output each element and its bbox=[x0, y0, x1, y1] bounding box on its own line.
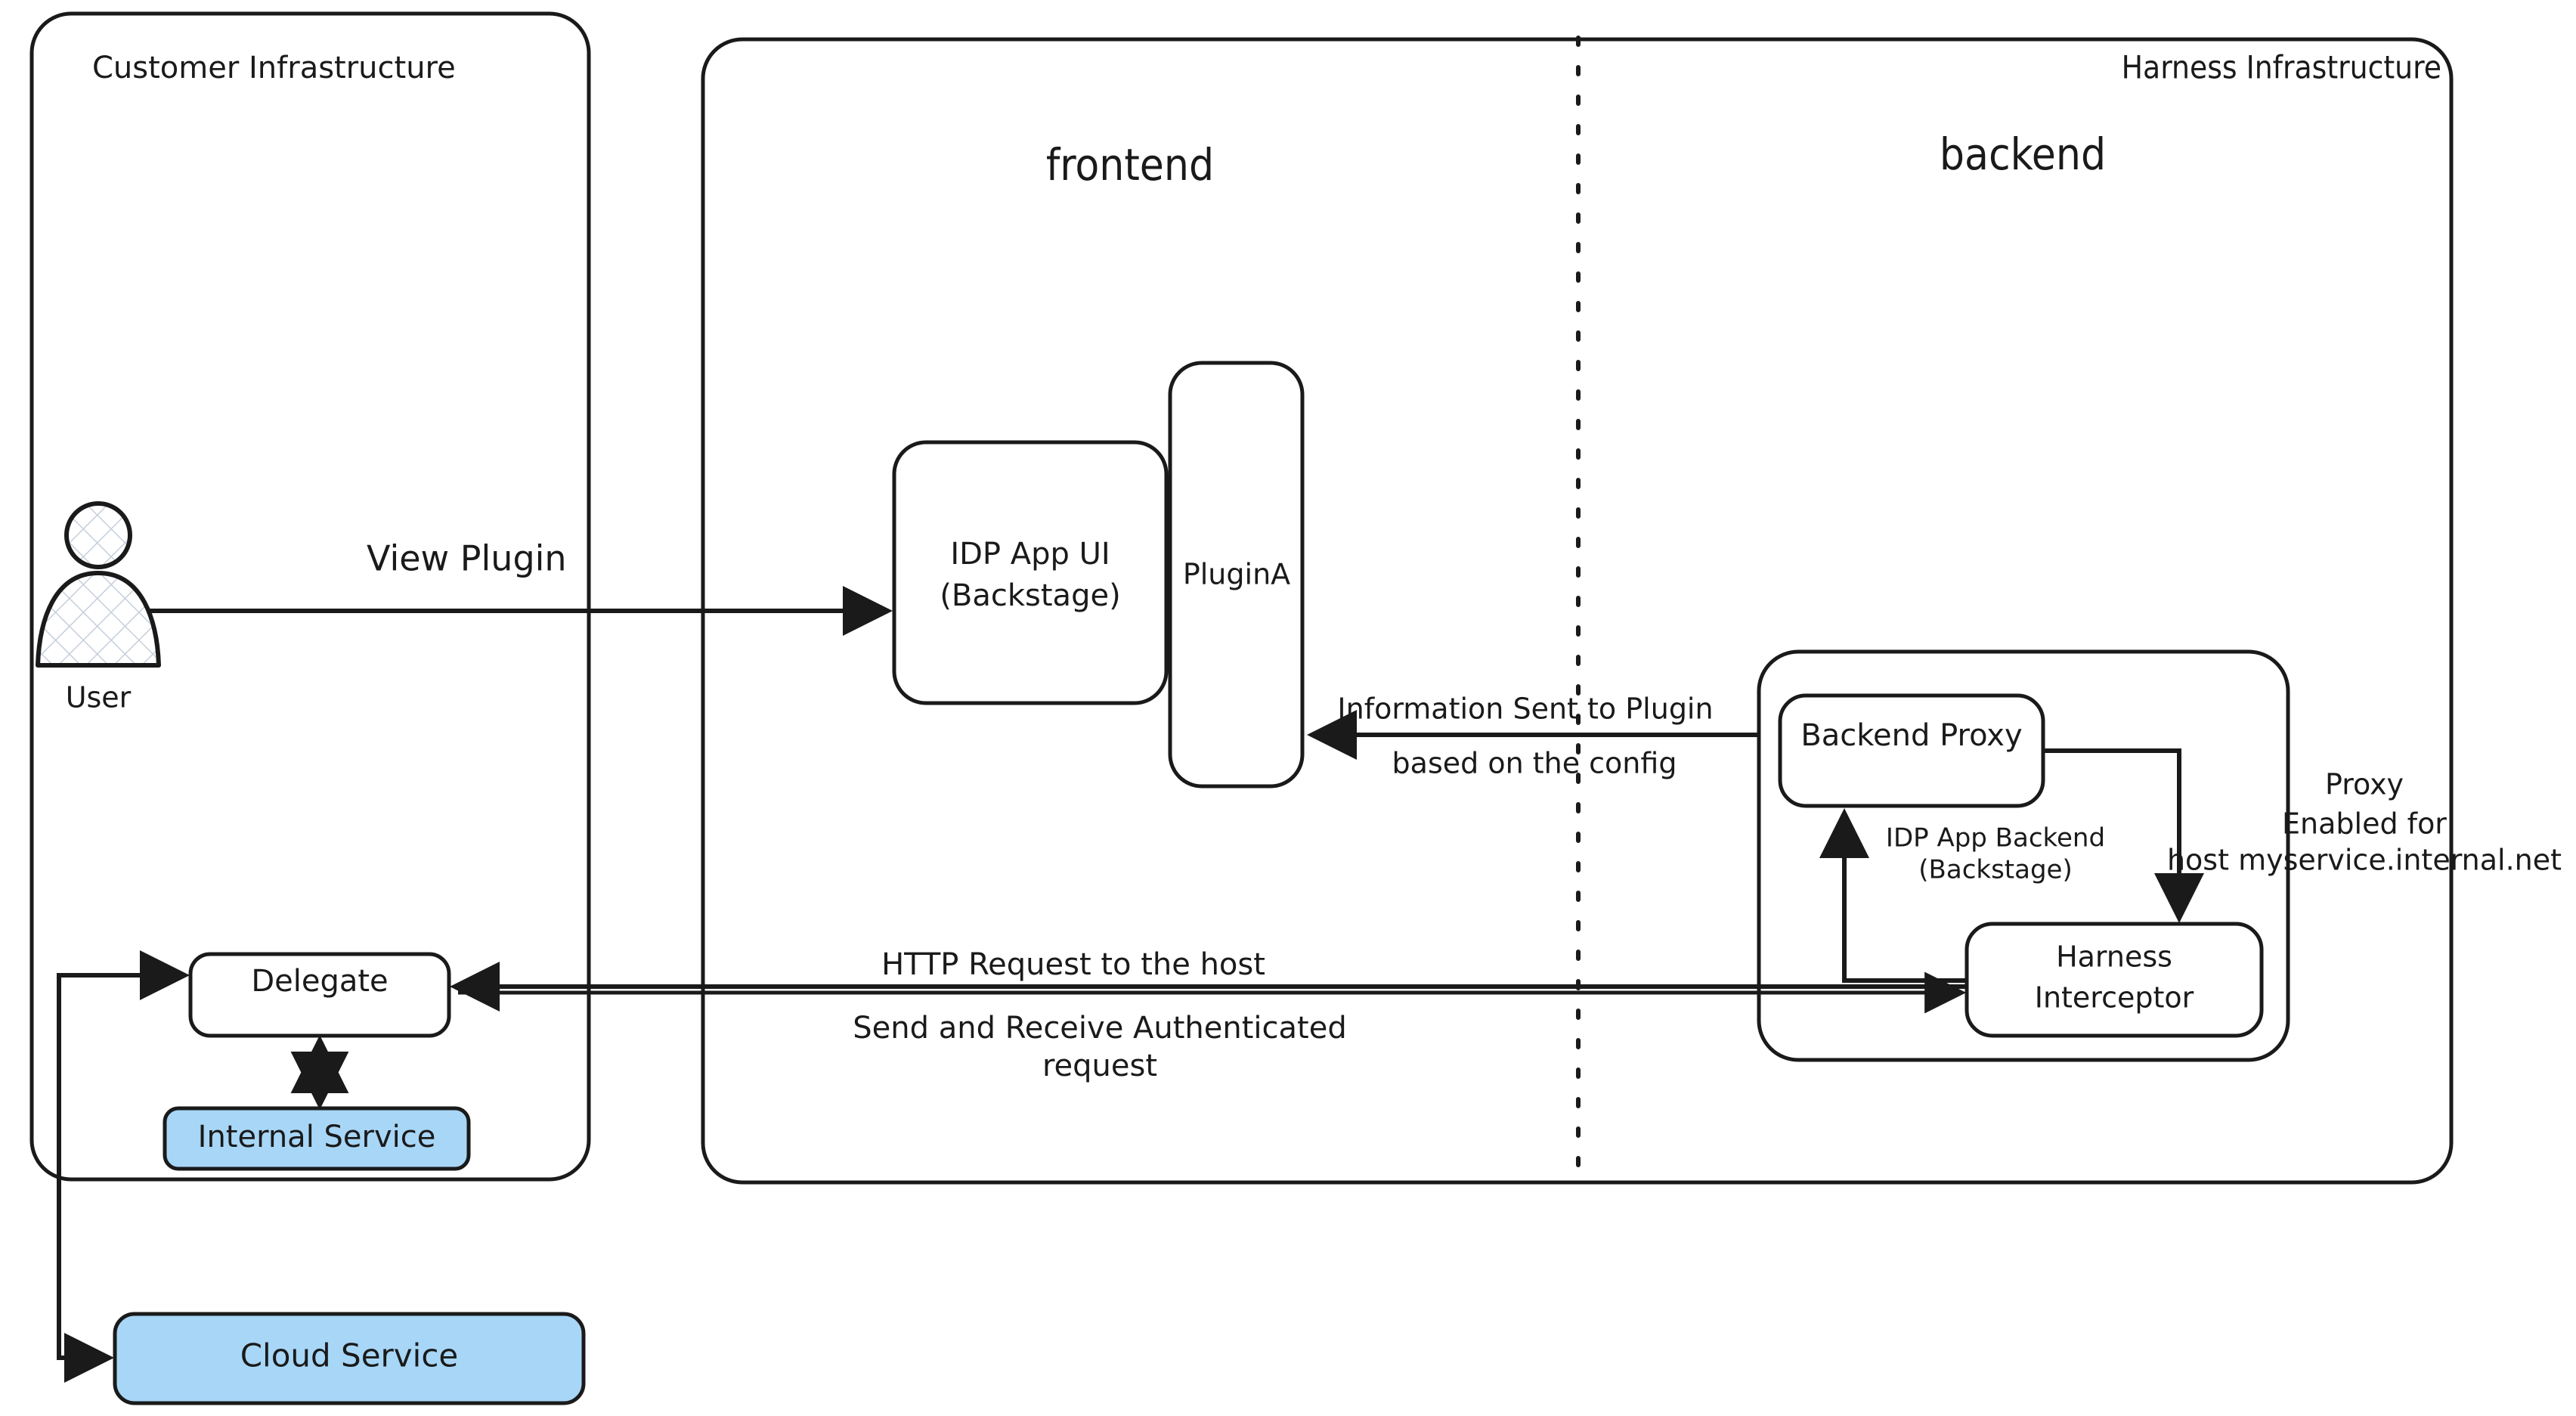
idp-app-ui-label-line2: (Backstage) bbox=[940, 578, 1120, 613]
harness-interceptor-label-line1: Harness bbox=[2056, 940, 2172, 974]
idp-app-backend-label-line1: IDP App Backend bbox=[1886, 823, 2105, 854]
authenticated-request-label-line2: request bbox=[1042, 1049, 1157, 1083]
harness-infrastructure-label: Harness Infrastructure bbox=[2122, 49, 2441, 86]
user-actor-icon bbox=[36, 501, 161, 668]
proxy-enabled-line2: Enabled for bbox=[2282, 807, 2447, 841]
proxy-to-interceptor-arrow bbox=[2043, 748, 2204, 923]
proxy-enabled-line1: Proxy bbox=[2325, 768, 2404, 801]
plugin-a-box[interactable] bbox=[1168, 361, 1305, 789]
frontend-section-label: frontend bbox=[1046, 139, 1214, 191]
information-sent-label-line1: Information Sent to Plugin bbox=[1337, 693, 1713, 726]
information-sent-label-line2: based on the config bbox=[1392, 747, 1677, 780]
internal-service-label: Internal Service bbox=[198, 1120, 436, 1154]
http-request-label: HTTP Request to the host bbox=[881, 947, 1265, 982]
backend-section-label: backend bbox=[1940, 129, 2106, 180]
edge-view-plugin: View Plugin bbox=[150, 538, 893, 636]
delegate-label: Delegate bbox=[251, 964, 388, 999]
user-actor-label: User bbox=[66, 681, 132, 714]
view-plugin-label: View Plugin bbox=[367, 538, 567, 579]
authenticated-request-label-line1: Send and Receive Authenticated bbox=[853, 1011, 1346, 1046]
customer-infrastructure-container: Customer Infrastructure bbox=[29, 11, 591, 1182]
cloud-service-label: Cloud Service bbox=[240, 1337, 459, 1374]
harness-interceptor-label-line2: Interceptor bbox=[2035, 981, 2194, 1015]
node-cloud-service[interactable]: Cloud Service bbox=[113, 1312, 586, 1405]
cloud-service-box[interactable] bbox=[113, 1312, 586, 1405]
node-harness-interceptor[interactable]: Harness Interceptor bbox=[1965, 922, 2264, 1038]
annotation-proxy-enabled: Proxy Enabled for host myservice.interna… bbox=[2167, 768, 2562, 877]
node-backend-proxy[interactable]: Backend Proxy bbox=[1778, 693, 2045, 808]
customer-infrastructure-box bbox=[29, 11, 591, 1182]
node-plugin-a[interactable]: PluginA bbox=[1168, 361, 1305, 789]
node-internal-service[interactable]: Internal Service bbox=[163, 1106, 471, 1171]
user-actor: User bbox=[36, 501, 161, 714]
edge-information-sent-to-plugin: Information Sent to Plugin based on the … bbox=[1307, 693, 1770, 780]
harness-interceptor-box[interactable] bbox=[1965, 922, 2264, 1038]
idp-app-ui-box[interactable] bbox=[892, 440, 1169, 705]
plugin-a-label: PluginA bbox=[1183, 558, 1290, 591]
proxy-enabled-line3: host myservice.internal.net bbox=[2167, 844, 2562, 877]
node-idp-app-ui[interactable]: IDP App UI (Backstage) bbox=[892, 440, 1169, 705]
backend-proxy-label: Backend Proxy bbox=[1800, 718, 2022, 753]
idp-app-backend-label-line2: (Backstage) bbox=[1918, 855, 2072, 885]
idp-app-ui-label-line1: IDP App UI bbox=[950, 537, 1110, 572]
node-delegate[interactable]: Delegate bbox=[188, 952, 451, 1038]
customer-infrastructure-label: Customer Infrastructure bbox=[92, 51, 456, 85]
